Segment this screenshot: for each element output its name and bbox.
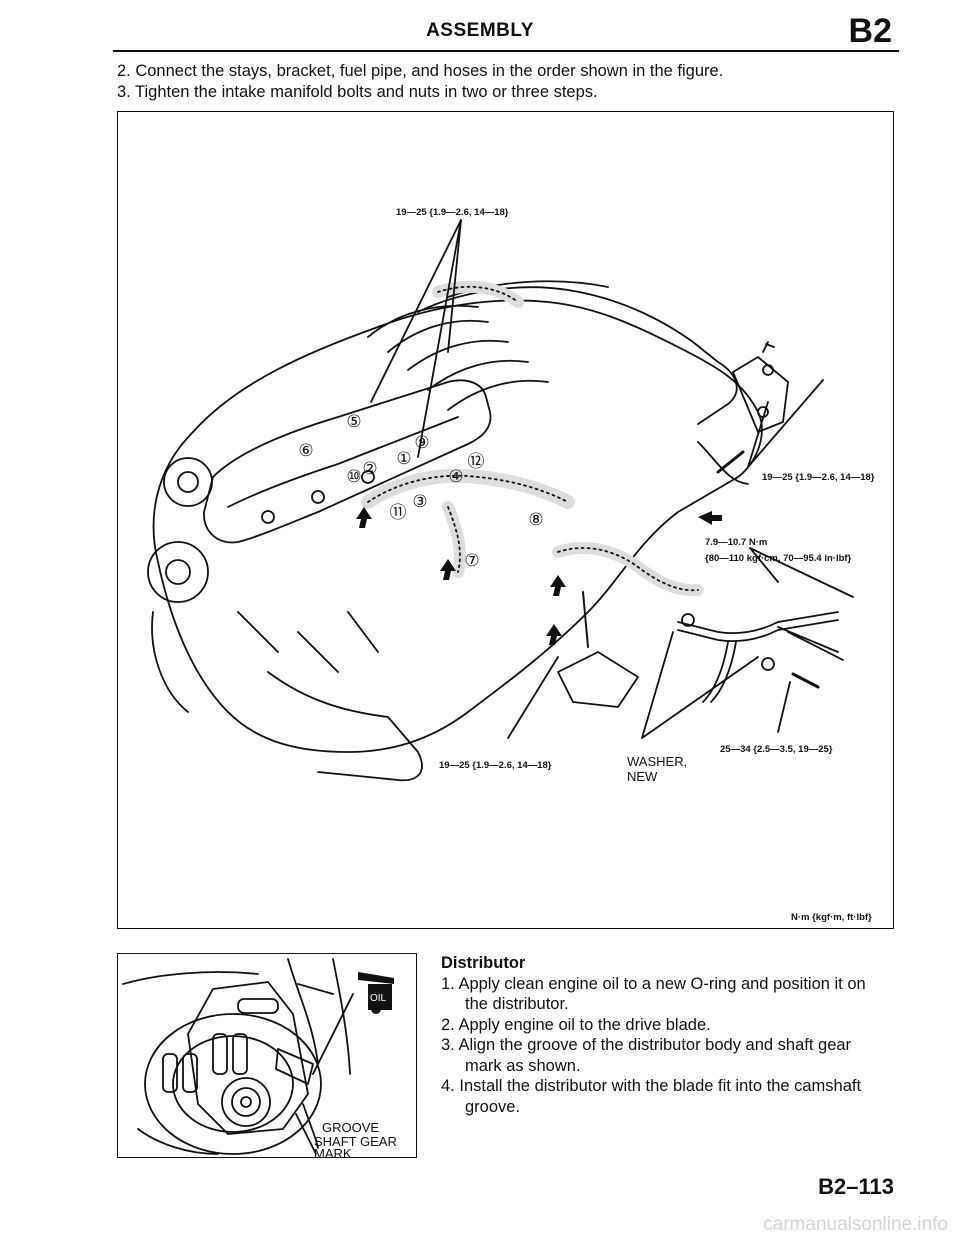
step-number: 2. — [441, 1015, 455, 1034]
step-number: 1. — [441, 974, 455, 993]
step-text: Apply engine oil to the drive blade. — [458, 1015, 711, 1034]
engine-illustration: ① ② ③ ④ ⑤ ⑥ ⑦ ⑧ ⑨ ⑩ ⑪ ⑫ 19—25 {1.9—2.6, … — [147, 207, 875, 923]
distributor-instructions: Distributor 1. Apply clean engine oil to… — [441, 953, 899, 1117]
page-number: B2–113 — [818, 1174, 894, 1199]
callout-1: ① — [396, 449, 411, 469]
torque-label-small: 7.9—10.7 N·m — [705, 537, 767, 548]
step-number: 4. — [441, 1077, 455, 1095]
step-text: Align the groove of the distributor body… — [458, 1036, 852, 1054]
distributor-step: 2. Apply engine oil to the drive blade. — [441, 1015, 899, 1036]
torque-label-bottom-right: 25—34 {2.5—3.5, 19—25} — [720, 744, 833, 755]
watermark: carmanualsonline.info — [763, 1214, 948, 1235]
section-code: B2 — [848, 12, 892, 50]
groove-label: GROOVE — [322, 1120, 379, 1135]
engine-figure: ① ② ③ ④ ⑤ ⑥ ⑦ ⑧ ⑨ ⑩ ⑪ ⑫ 19—25 {1.9—2.6, … — [117, 111, 894, 929]
distributor-step: 1. Apply clean engine oil to a new O-rin… — [441, 974, 899, 995]
step-number: 3. — [441, 1036, 455, 1054]
callout-7: ⑦ — [464, 551, 479, 571]
torque-label-right: 19—25 {1.9—2.6, 14—18} — [762, 472, 875, 483]
step-item: 2. Connect the stays, bracket, fuel pipe… — [117, 62, 724, 80]
callout-2: ② — [362, 459, 377, 479]
callout-6: ⑥ — [298, 441, 313, 461]
step-text-continued: groove. — [465, 1097, 521, 1116]
units-label: N·m {kgf·m, ft·lbf} — [791, 912, 872, 923]
step-text-continued: the distributor. — [465, 995, 569, 1013]
torque-label-bottom-left: 19—25 {1.9—2.6, 14—18} — [439, 760, 552, 771]
callout-11: ⑪ — [390, 503, 407, 523]
callout-9: ⑨ — [414, 433, 429, 453]
header-rule — [113, 50, 899, 52]
distributor-step: 4. Install the distributor with the blad… — [441, 1076, 899, 1097]
shaft-gear-mark-label: MARK — [314, 1146, 352, 1158]
oil-label: OIL — [370, 993, 387, 1004]
distributor-step: 3. Align the groove of the distributor b… — [441, 1035, 899, 1056]
callout-4: ④ — [448, 467, 463, 487]
step-text-continued: mark as shown. — [465, 1056, 581, 1075]
step-text: Install the distributor with the blade f… — [459, 1077, 862, 1095]
callout-5: ⑤ — [346, 412, 361, 432]
callout-10: ⑩ — [346, 467, 361, 487]
assembly-steps: 2. Connect the stays, bracket, fuel pipe… — [117, 61, 723, 103]
washer-label-new: NEW — [627, 769, 658, 784]
step-text: Apply clean engine oil to a new O-ring a… — [458, 974, 866, 993]
callout-12: ⑫ — [468, 452, 485, 472]
distributor-figure: OIL GROOVE SHAFT GEAR MARK — [117, 953, 417, 1158]
page-title: ASSEMBLY — [426, 20, 534, 41]
washer-label: WASHER, — [627, 754, 687, 769]
callout-3: ③ — [412, 492, 427, 512]
distributor-heading: Distributor — [441, 954, 526, 972]
distributor-illustration: OIL GROOVE SHAFT GEAR MARK — [122, 958, 397, 1158]
torque-label-top: 19—25 {1.9—2.6, 14—18} — [396, 207, 509, 218]
step-item: 3. Tighten the intake manifold bolts and… — [117, 83, 598, 101]
shaft-gear-label: SHAFT GEAR — [314, 1134, 397, 1149]
callout-8: ⑧ — [528, 510, 543, 530]
torque-label-small-detail: {80—110 kgf·cm, 70—95.4 in·lbf} — [705, 553, 852, 564]
